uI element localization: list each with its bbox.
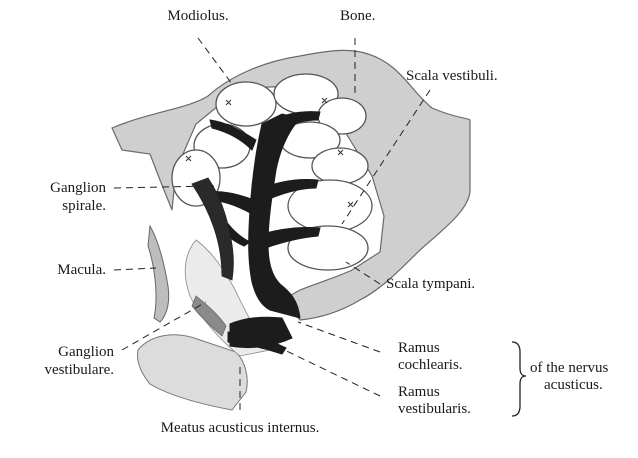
- nervus-brace: [512, 342, 526, 416]
- leader-ramus-cochlearis: [298, 322, 380, 352]
- label-ramus-vestibularis-line1: Ramus: [398, 384, 440, 401]
- scala-chamber: [216, 82, 276, 126]
- leader-macula: [114, 268, 156, 270]
- label-ganglion-spirale-line1: Ganglion: [0, 180, 106, 197]
- leader-modiolus: [198, 38, 232, 84]
- macula-shape: [148, 226, 169, 322]
- label-nervus-line2: acusticus.: [544, 377, 603, 394]
- label-scala-tympani: Scala tympani.: [386, 276, 475, 293]
- label-ramus-cochlearis-line2: cochlearis.: [398, 357, 463, 374]
- leader-ramus-vestibularis: [272, 344, 380, 396]
- label-scala-vestibuli: Scala vestibuli.: [406, 68, 498, 85]
- label-bone: Bone.: [340, 8, 375, 25]
- label-modiolus: Modiolus.: [138, 8, 258, 25]
- label-ramus-cochlearis-line1: Ramus: [398, 340, 440, 357]
- label-meatus: Meatus acusticus internus.: [110, 420, 370, 437]
- label-macula: Macula.: [0, 262, 106, 279]
- label-ganglion-spirale-line2: spirale.: [0, 198, 106, 215]
- label-ramus-vestibularis-line2: vestibularis.: [398, 401, 471, 418]
- label-ganglion-vestibulare-line1: Ganglion: [0, 344, 114, 361]
- label-nervus-line1: of the nervus: [530, 360, 608, 377]
- label-ganglion-vestibulare-line2: vestibulare.: [0, 362, 114, 379]
